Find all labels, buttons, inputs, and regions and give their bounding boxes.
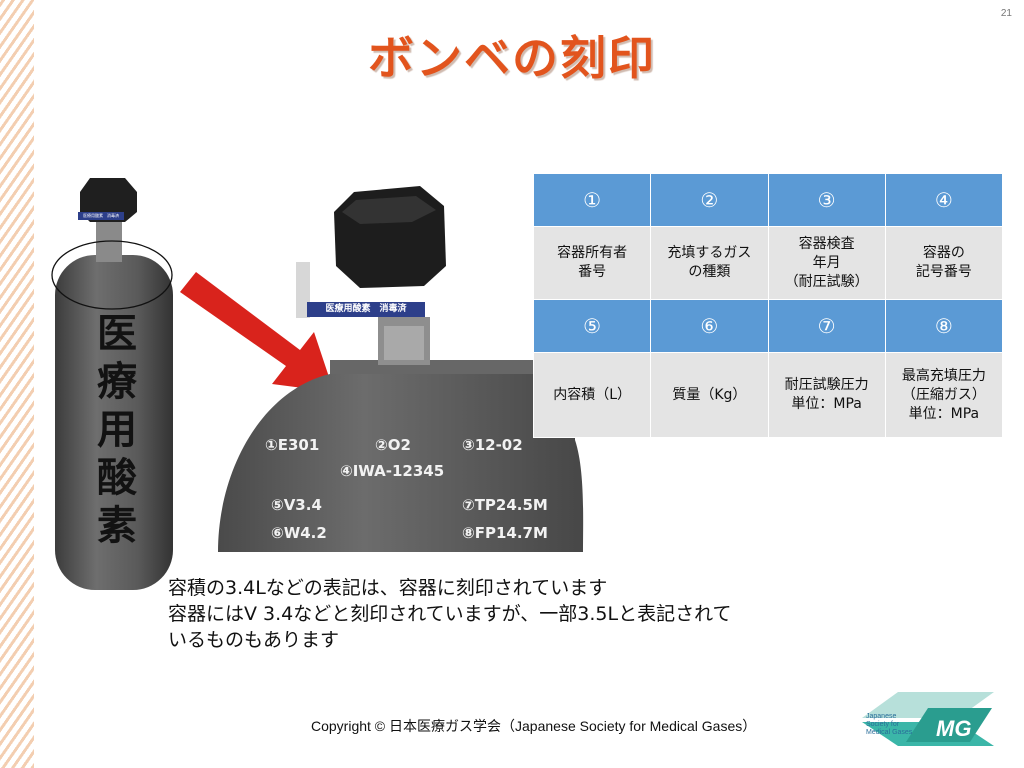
table-header-cell: ⑤: [532, 299, 652, 353]
marking-4: ④IWA-12345: [340, 462, 445, 480]
table-cell: 内容積（L）: [532, 352, 652, 438]
logo-text: Japanese Society for Medical Gases: [866, 713, 913, 736]
marking-5: ⑤V3.4: [271, 496, 322, 514]
table-row: 容器所有者番号 充填するガスの種類 容器検査年月（耐圧試験） 容器の記号番号: [532, 226, 1004, 300]
table-cell: 容器の記号番号: [884, 226, 1004, 300]
table-cell: 最高充填圧力（圧縮ガス）単位：MPa: [884, 352, 1004, 438]
table-header-cell: ⑥: [650, 299, 769, 353]
cylinder-label: 医療用酸素: [97, 311, 137, 549]
small-cylinder: [51, 178, 173, 590]
table-cell: 耐圧試験圧力単位：MPa: [767, 352, 886, 438]
highlight-circle: [51, 240, 173, 310]
marking-6: ⑥W4.2: [271, 524, 327, 542]
table-header-cell: ②: [650, 173, 769, 227]
table-header-cell: ①: [532, 173, 652, 227]
table-row: 内容積（L） 質量（Kg） 耐圧試験圧力単位：MPa 最高充填圧力（圧縮ガス）単…: [532, 352, 1004, 438]
table-row: ① ② ③ ④: [532, 173, 1004, 227]
slide-title: ボンベの刻印: [368, 31, 656, 85]
table-cell: 充填するガスの種類: [650, 226, 769, 300]
table-row: ⑤ ⑥ ⑦ ⑧: [532, 299, 1004, 353]
valve-tag: 医療用酸素 消毒済: [307, 302, 425, 317]
table-header-cell: ⑦: [767, 299, 886, 353]
small-valve-tag: 医療用酸素 消毒済: [78, 212, 124, 220]
explanation-text: 容積の3.4Lなどの表記は、容器に刻印されています 容器にはV 3.4などと刻印…: [168, 575, 888, 653]
large-cylinder: [218, 186, 584, 552]
table-header-cell: ③: [767, 173, 886, 227]
pointer-arrow: [180, 272, 334, 392]
table-cell: 容器所有者番号: [532, 226, 652, 300]
marking-3: ③12-02: [462, 436, 523, 454]
logo-mark: MG: [936, 716, 971, 741]
marking-1: ①E301: [265, 436, 320, 454]
marking-7: ⑦TP24.5M: [462, 496, 548, 514]
text-line: 容器にはV 3.4などと刻印されていますが、一部3.5Lと表記されて: [168, 603, 732, 625]
table-header-cell: ⑧: [884, 299, 1004, 353]
text-line: 容積の3.4Lなどの表記は、容器に刻印されています: [168, 577, 608, 599]
text-line: いるものもあります: [168, 629, 340, 651]
copyright-text: Copyright © 日本医療ガス学会（Japanese Society fo…: [311, 718, 757, 734]
page-number: 21: [1000, 8, 1012, 19]
table-cell: 質量（Kg）: [650, 352, 769, 438]
marking-8: ⑧FP14.7M: [462, 524, 548, 542]
jsmg-logo: MG: [862, 692, 994, 746]
table-cell: 容器検査年月（耐圧試験）: [767, 226, 886, 300]
marking-2: ②O2: [375, 436, 411, 454]
marking-table: ① ② ③ ④ 容器所有者番号 充填するガスの種類 容器検査年月（耐圧試験） 容…: [532, 173, 1004, 438]
decorative-stripes: [0, 0, 34, 768]
table-header-cell: ④: [884, 173, 1004, 227]
